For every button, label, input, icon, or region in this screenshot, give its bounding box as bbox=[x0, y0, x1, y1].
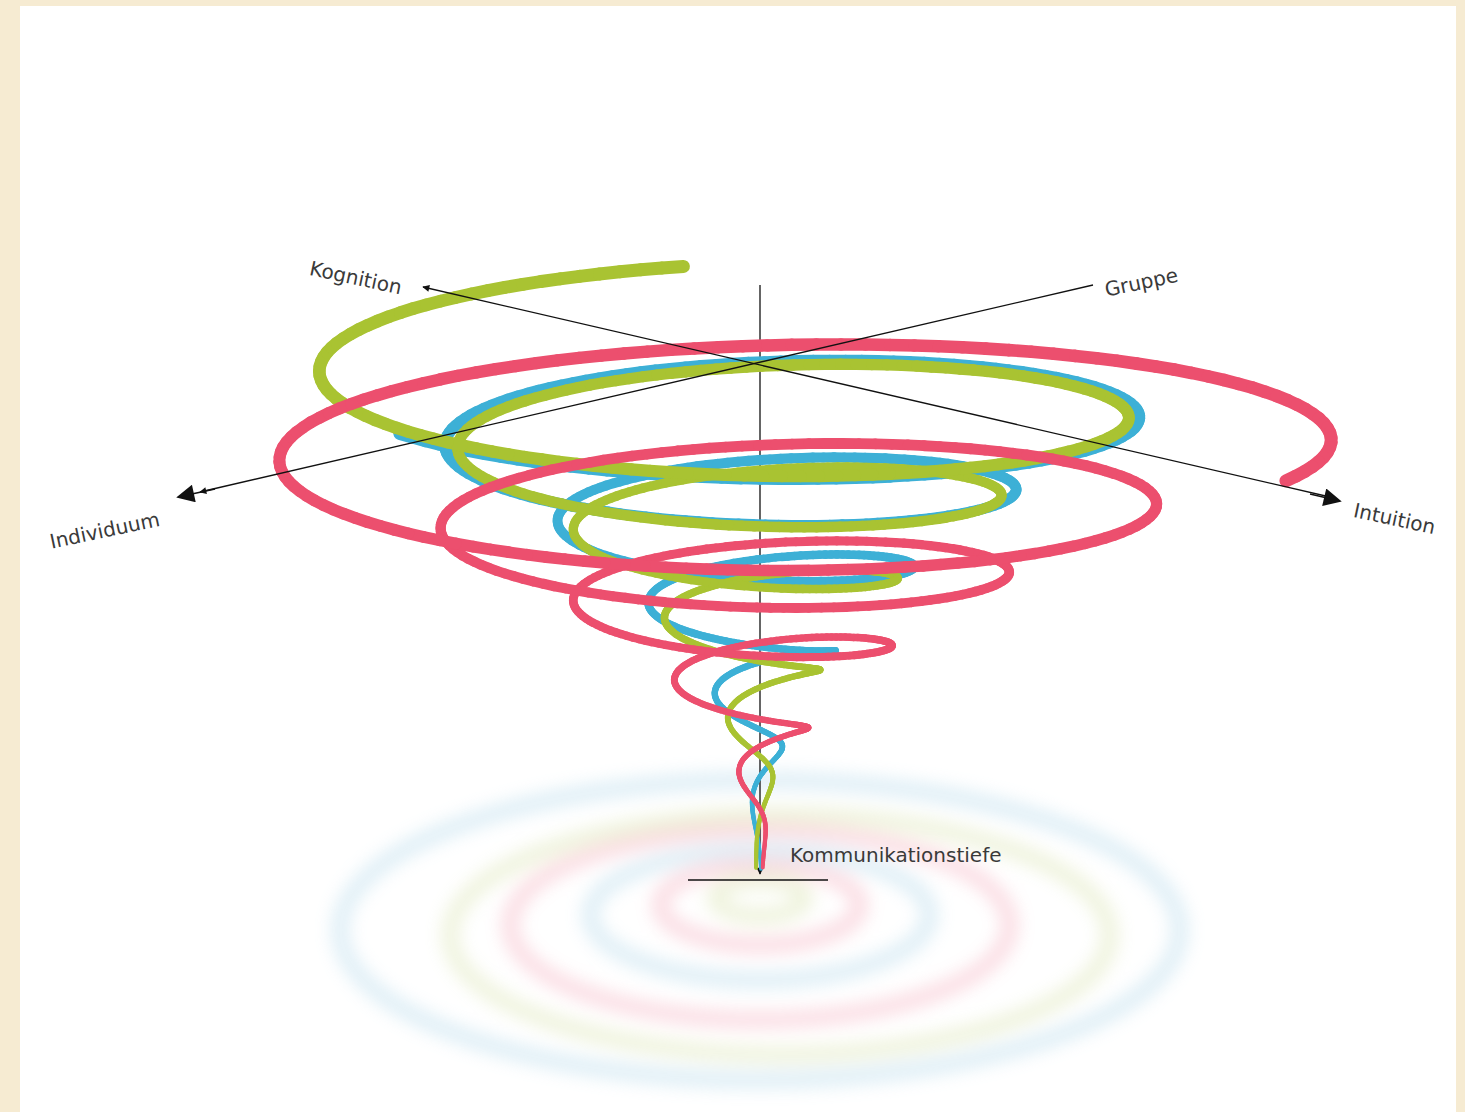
blurred-reflection bbox=[340, 780, 1180, 1080]
spiral-band bbox=[279, 344, 1331, 867]
axis-label: Kommunikationstiefe bbox=[790, 843, 1002, 867]
axes bbox=[178, 285, 1340, 501]
spiral-band bbox=[400, 361, 1139, 869]
